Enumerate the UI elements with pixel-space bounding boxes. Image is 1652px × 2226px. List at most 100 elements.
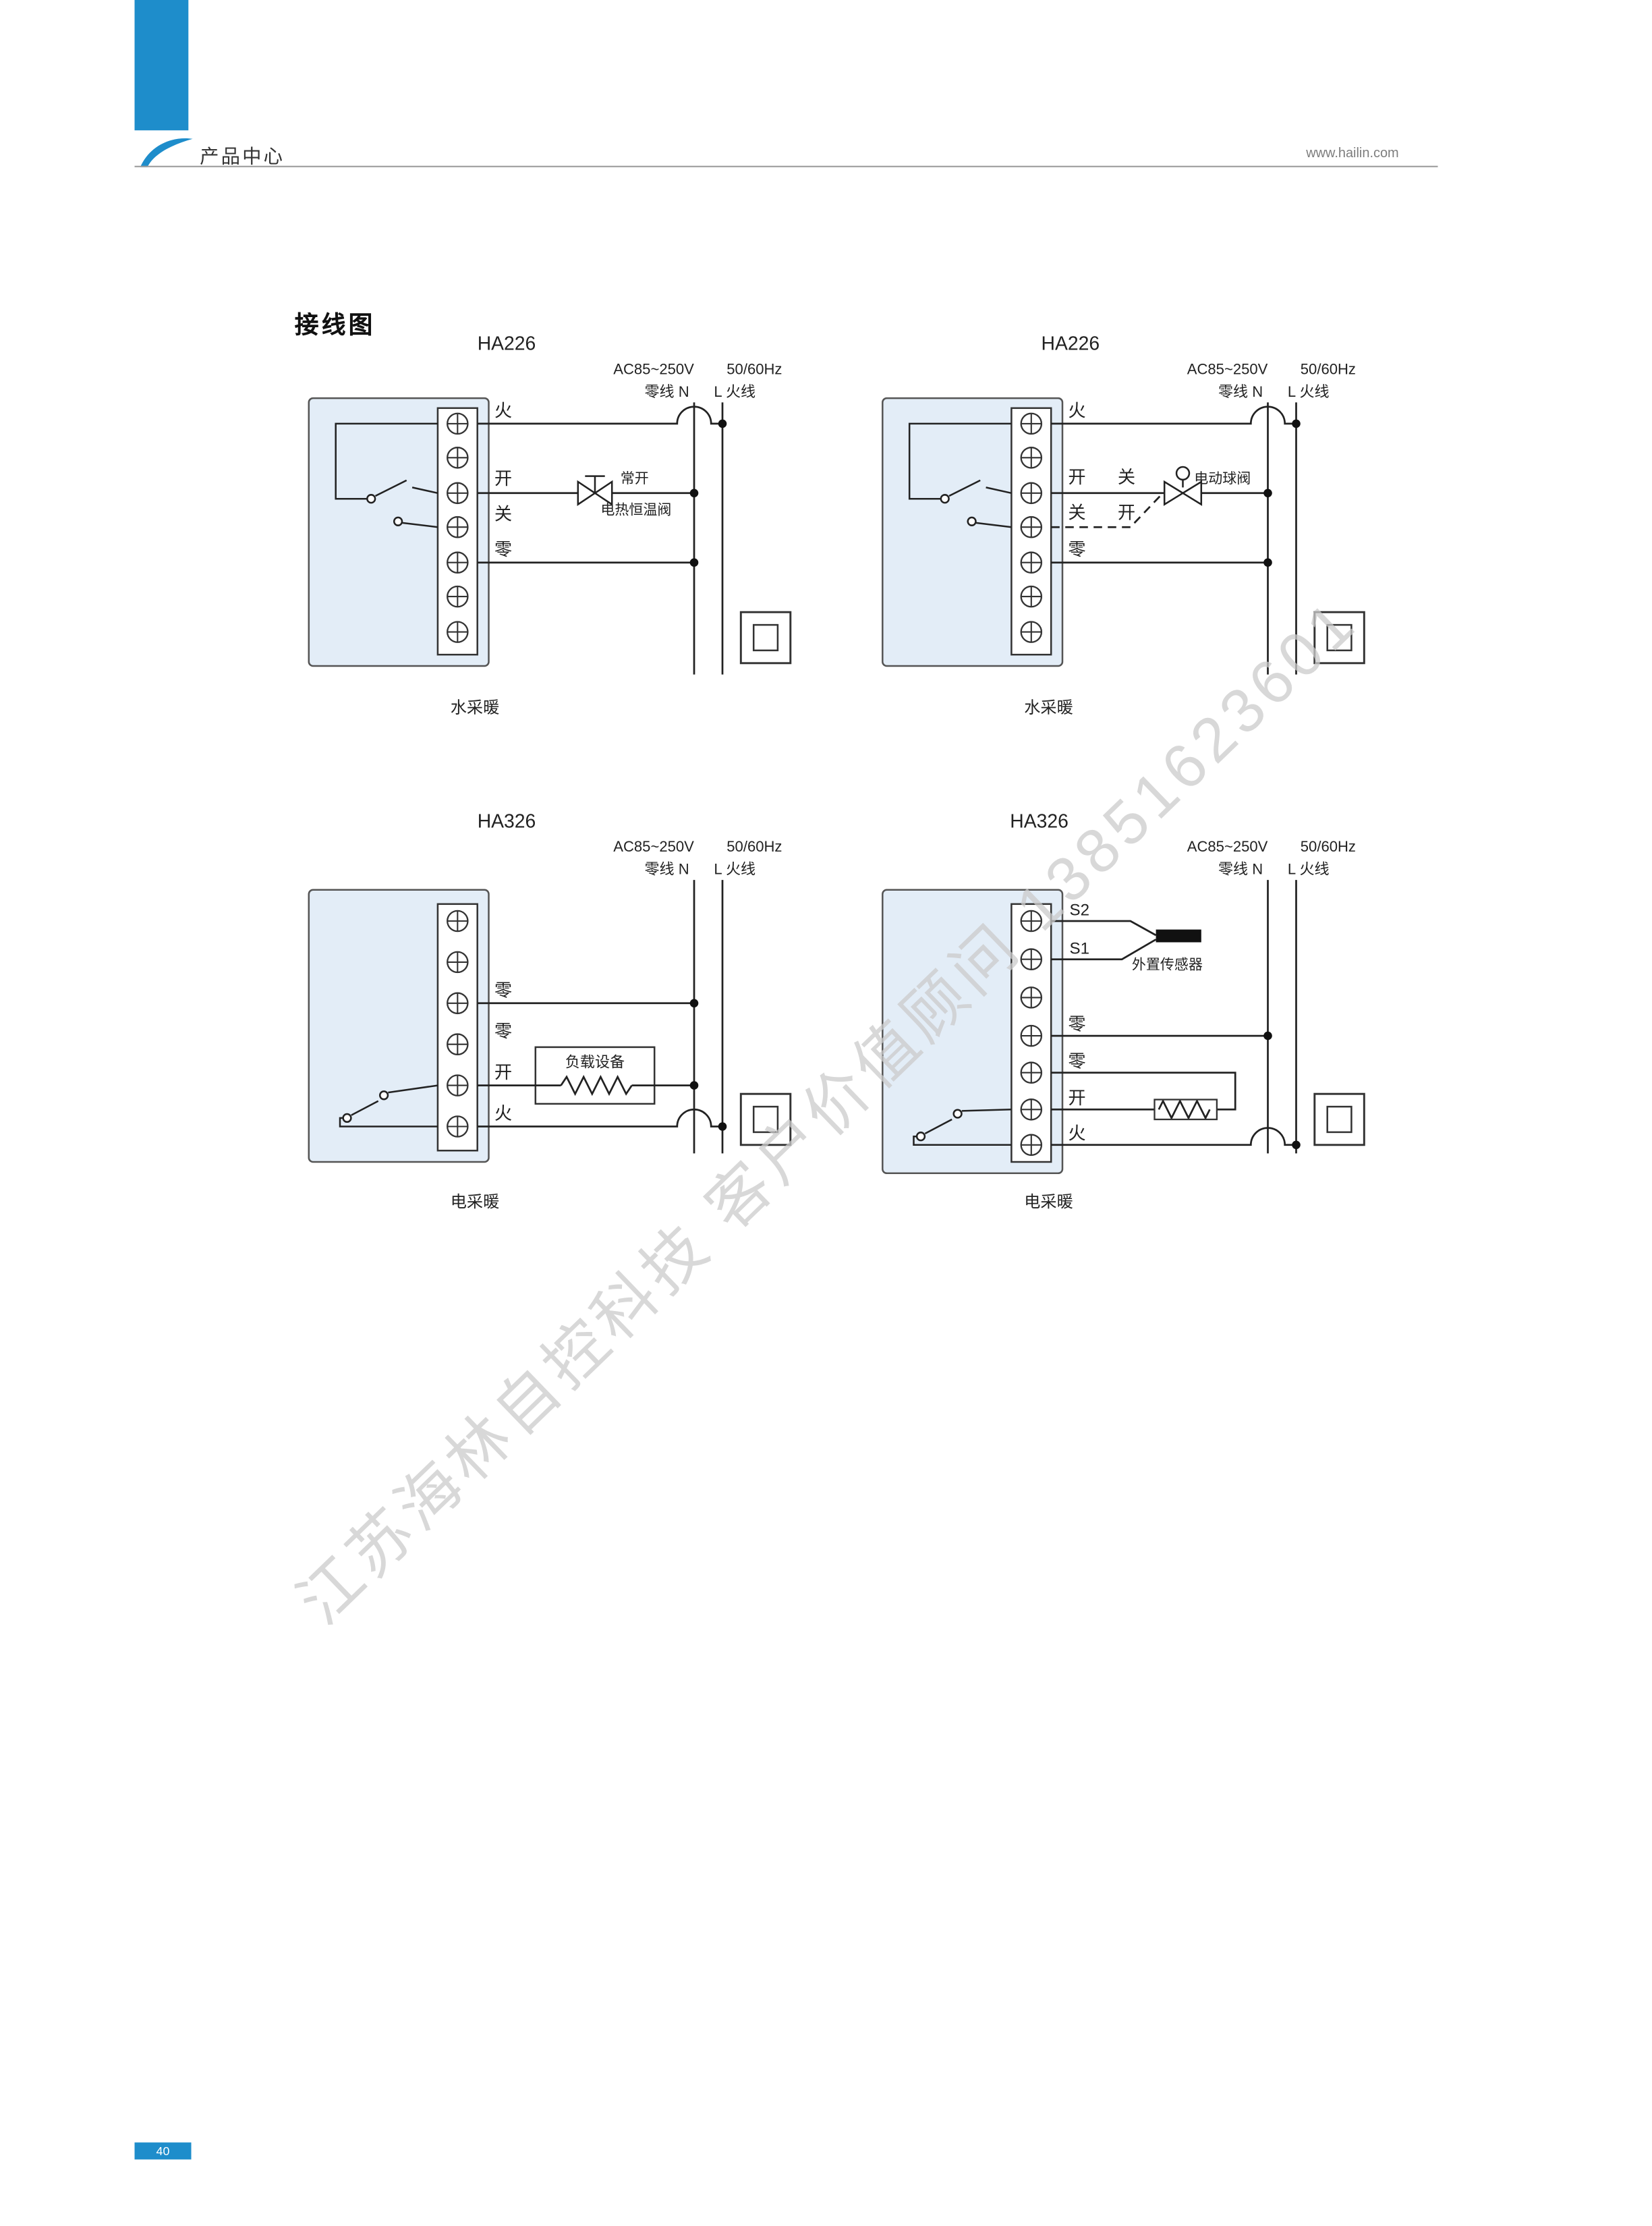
internal-switch (335, 422, 438, 528)
diagram-caption: 水采暖 (451, 698, 499, 717)
screw-icon (447, 951, 469, 974)
terminal-label-open-b: 开 (1118, 503, 1135, 523)
load-device-box (534, 1046, 656, 1105)
screw-icon (447, 910, 469, 933)
junction-dots (689, 419, 727, 567)
leaf-logo-icon (140, 138, 193, 167)
screw-icon (1020, 482, 1043, 505)
wall-plate (1313, 611, 1365, 665)
junction-dots (1263, 1031, 1301, 1150)
screw-icon (1020, 621, 1043, 643)
page-number-badge: 40 (134, 2142, 192, 2160)
screw-icon (1020, 1061, 1043, 1084)
terminal-label-fire: 火 (494, 400, 512, 420)
neutral-line-label: 零线 N (644, 383, 689, 400)
wall-plate (739, 611, 792, 665)
live-line-label: L 火线 (1288, 383, 1330, 400)
screw-icon (1020, 447, 1043, 469)
terminal-label-close-a: 关 (1118, 467, 1135, 487)
power-spec: AC85~250V (1187, 838, 1268, 855)
resistor-zigzag (1158, 1098, 1211, 1120)
sensor-name-label: 外置传感器 (1132, 957, 1203, 972)
header-divider (134, 165, 1438, 168)
diagram-caption: 电采暖 (1024, 1193, 1073, 1211)
screw-icon (1020, 585, 1043, 608)
website-url: www.hailin.com (1306, 146, 1399, 162)
ball-valve-symbol (1163, 466, 1203, 506)
terminal-label-open: 开 (494, 468, 512, 489)
page-heading: 接线图 (294, 311, 376, 339)
terminal-label-open-a: 开 (1068, 467, 1085, 487)
thermal-valve-symbol (577, 475, 613, 506)
screw-icon (1020, 1134, 1043, 1157)
live-line-label: L 火线 (714, 861, 756, 878)
terminal-label-zero1: 零 (494, 980, 512, 1000)
terminal-label-zero2: 零 (494, 1021, 512, 1041)
terminal-label-open: 开 (1068, 1088, 1085, 1108)
terminal-label-zero2: 零 (1068, 1051, 1085, 1071)
terminal-label-s2: S2 (1069, 901, 1089, 920)
model-label: HA226 (478, 333, 536, 355)
external-sensor-symbol (1156, 929, 1201, 943)
power-freq: 50/60Hz (1301, 838, 1356, 855)
screw-icon (447, 482, 469, 505)
wall-plate (1313, 1092, 1365, 1146)
screw-icon (447, 585, 469, 608)
valve-state-label: 常开 (621, 471, 649, 486)
diagram-caption: 电采暖 (451, 1193, 499, 1211)
wires (1051, 880, 1297, 1154)
screw-icon (447, 412, 469, 435)
terminal-label-fire: 火 (1068, 1123, 1085, 1143)
live-line-label: L 火线 (1288, 861, 1330, 878)
terminal-label-close-b: 关 (1068, 503, 1085, 523)
diagram-ha326-sensor: HA326 AC85~250V 50/60Hz 零线 N L 火线 (882, 810, 1365, 1211)
internal-switch (339, 1084, 438, 1128)
junction-dots (1263, 419, 1301, 567)
terminal-label-fire: 火 (494, 1103, 512, 1123)
screw-icon (1020, 516, 1043, 538)
screw-icon (1020, 1098, 1043, 1121)
diagram-caption: 水采暖 (1024, 698, 1073, 717)
resistor-zigzag (560, 1074, 633, 1096)
screw-icon (447, 1033, 469, 1055)
model-label: HA326 (1010, 810, 1069, 832)
screw-icon (447, 1074, 469, 1096)
wires (477, 880, 724, 1154)
power-freq: 50/60Hz (727, 838, 782, 855)
heater-box (1153, 1098, 1218, 1121)
screw-icon (447, 551, 469, 574)
screw-icon (1020, 1024, 1043, 1047)
neutral-line-label: 零线 N (1218, 383, 1263, 400)
terminal-label-zero: 零 (494, 539, 512, 559)
screw-icon (1020, 986, 1043, 1009)
junction-dots (689, 999, 727, 1131)
terminal-label-s1: S1 (1069, 939, 1089, 957)
terminal-label-fire: 火 (1068, 400, 1085, 420)
screw-icon (1020, 412, 1043, 435)
diagram-ha326-load: HA326 AC85~250V 50/60Hz 零线 N L 火线 (308, 810, 792, 1211)
live-line-label: L 火线 (714, 383, 756, 400)
power-spec: AC85~250V (1187, 360, 1268, 377)
power-spec: AC85~250V (613, 838, 694, 855)
diagram-ha226-thermal-valve: HA226 AC85~250V 50/60Hz 零线 N L 火线 (308, 333, 792, 717)
internal-switch (908, 422, 1012, 528)
neutral-line-label: 零线 N (644, 861, 689, 878)
screw-icon (447, 447, 469, 469)
model-label: HA326 (478, 810, 536, 832)
neutral-line-label: 零线 N (1218, 861, 1263, 878)
terminal-label-zero1: 零 (1068, 1014, 1085, 1034)
wires (477, 402, 724, 675)
brand-logo-block (134, 0, 189, 131)
valve-name-label: 电热恒温阀 (600, 502, 671, 518)
screw-icon (447, 621, 469, 643)
terminal-label-close: 关 (494, 504, 512, 524)
diagram-ha226-ball-valve: HA226 AC85~250V 50/60Hz 零线 N L 火线 (882, 333, 1365, 717)
screw-icon (447, 1115, 469, 1138)
wires (1051, 402, 1297, 675)
terminal-label-zero: 零 (1068, 539, 1085, 559)
power-freq: 50/60Hz (727, 360, 782, 377)
terminal-label-open: 开 (494, 1062, 512, 1082)
screw-icon (1020, 910, 1043, 933)
